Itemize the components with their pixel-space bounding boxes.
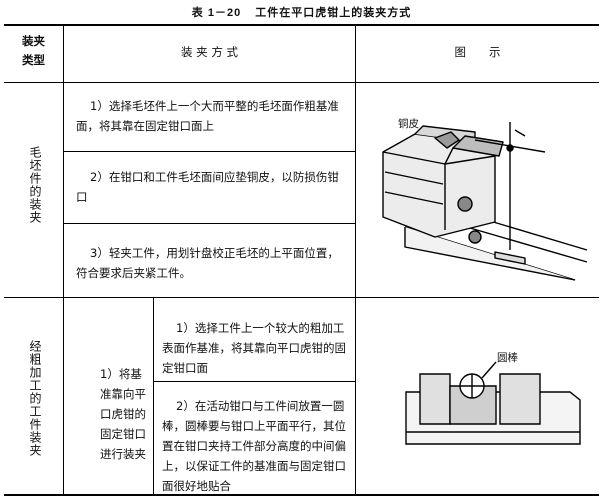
section1-step-3: 3）轻夹工件，用划针盘校正毛坯的上平面位置，符合要求后夹紧工件。: [76, 246, 339, 280]
section1-step-1: 1）选择毛坯件上一个大而平整的毛坯面作粗基准面，将其靠在固定钳口面上: [76, 99, 339, 133]
table-number: 表 1－20: [191, 7, 242, 19]
row-divider: [153, 381, 355, 382]
section2-step-2: 2）在活动钳口与工件间放置一圆棒，圆棒要与钳口上平面平行，其位置在钳口夹持工件部…: [162, 399, 346, 493]
row-divider: [63, 151, 355, 152]
section2-middle-label: 1）将基准靠向平口虎钳的固定钳口进行装夹: [100, 367, 146, 461]
round-bar-label: 圆棒: [497, 352, 518, 364]
header-type: 装夹 类型: [4, 32, 63, 70]
column-divider: [153, 297, 154, 495]
row-divider: [63, 223, 355, 224]
table-title: 工件在平口虎钳上的装夹方式: [255, 6, 412, 19]
section2-type-label: 经粗加工的工件装夹: [28, 340, 42, 457]
column-divider: [355, 24, 356, 495]
table-caption: 表 1－20 工件在平口虎钳上的装夹方式: [0, 4, 603, 20]
header-figure: 图 示: [454, 45, 501, 59]
column-divider: [63, 24, 64, 495]
copper-sheet-label: 铜皮: [398, 118, 419, 130]
vise-scriber-figure: [382, 122, 588, 281]
vise-round-bar-figure: [405, 361, 581, 445]
table-bottom-border: [4, 494, 599, 496]
section-divider: [4, 297, 599, 298]
section1-step-2: 2）在钳口和工件毛坯面间应垫铜皮，以防损伤钳口: [76, 170, 339, 204]
header-method: 装 夹 方 式: [181, 45, 238, 59]
header-bottom-border: [4, 82, 599, 83]
header-type-line1: 装夹: [22, 34, 45, 48]
header-type-line2: 类型: [22, 53, 45, 67]
table-top-border: [4, 24, 599, 26]
section2-step-1: 1）选择工件上一个较大的粗加工表面作基准，将其靠向平口虎钳的固定钳口面: [162, 321, 346, 375]
section1-type-label: 毛坯件的装夹: [28, 146, 42, 224]
